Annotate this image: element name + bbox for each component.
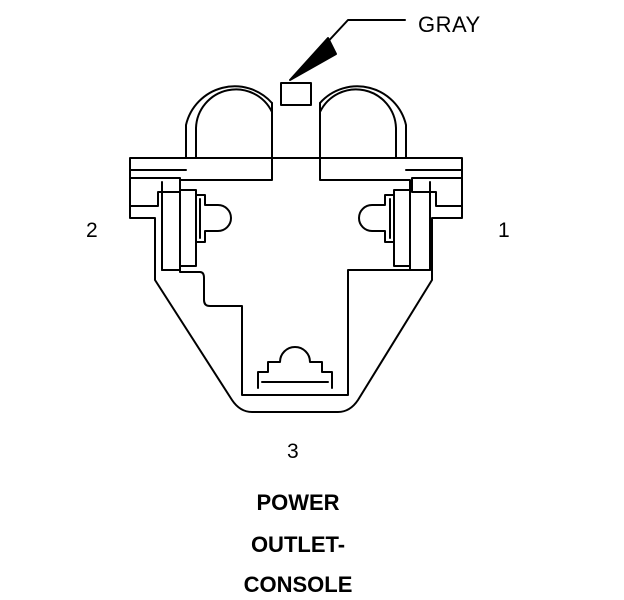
terminal-cavity-3 [257, 346, 333, 389]
pin-3-label: 3 [287, 440, 299, 463]
pin-1-label: 1 [498, 219, 510, 242]
wire-color-label: GRAY [418, 12, 481, 37]
flange-rim [129, 177, 181, 207]
right-mounting-ear [319, 85, 407, 159]
caption-line-1: POWER [256, 490, 340, 515]
caption-line-2: OUTLET- [250, 532, 346, 557]
terminal-cavity-1 [358, 189, 411, 267]
leader-line [289, 19, 406, 81]
terminal-cavity-2 [179, 189, 232, 267]
connector-body-outline [129, 157, 463, 413]
inner-cavity [179, 102, 411, 396]
left-mounting-ear [185, 85, 273, 159]
caption-line-3: CONSOLE [243, 572, 353, 597]
leader-arrowhead [289, 37, 337, 81]
pin-2-label: 2 [86, 219, 98, 242]
latch-tab [280, 82, 312, 106]
